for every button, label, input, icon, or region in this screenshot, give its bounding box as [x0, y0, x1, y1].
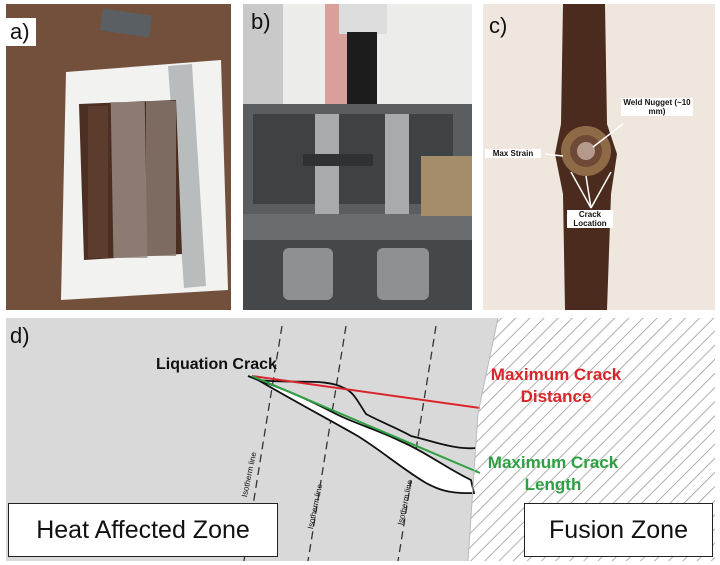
- photo-panel-c: c) Weld Nugget (~10 mm) Max Strain Crack…: [483, 4, 715, 310]
- weld-nugget-annotation: Weld Nugget (~10 mm): [621, 98, 693, 116]
- photo-panel-b: b): [243, 4, 472, 310]
- max-crack-distance-label: Maximum Crack Distance: [490, 365, 622, 406]
- crack-location-annotation: Crack Location: [567, 210, 613, 228]
- panel-c-label: c): [489, 13, 508, 38]
- fusion-zone-label: Fusion Zone: [524, 503, 713, 557]
- heat-affected-zone-area: [6, 318, 498, 561]
- max-crack-length-line: [251, 375, 481, 474]
- panel-b-label: b): [251, 9, 271, 34]
- liquation-crack-label: Liquation Crack: [156, 356, 277, 373]
- photo-panel-a: a): [6, 4, 231, 310]
- schematic-panel-d: d) Liquation Crack Maximum Crack Distanc…: [6, 318, 715, 561]
- max-crack-length-label: Maximum Crack Length: [487, 453, 619, 494]
- panel-d-label: d): [6, 322, 36, 350]
- max-strain-annotation: Max Strain: [485, 149, 541, 158]
- max-crack-distance-line: [251, 375, 481, 409]
- liquation-crack-shape: [247, 375, 476, 494]
- heat-affected-zone-label: Heat Affected Zone: [8, 503, 278, 557]
- panel-a-label: a): [6, 18, 36, 46]
- crack-upper-edge: [257, 379, 477, 450]
